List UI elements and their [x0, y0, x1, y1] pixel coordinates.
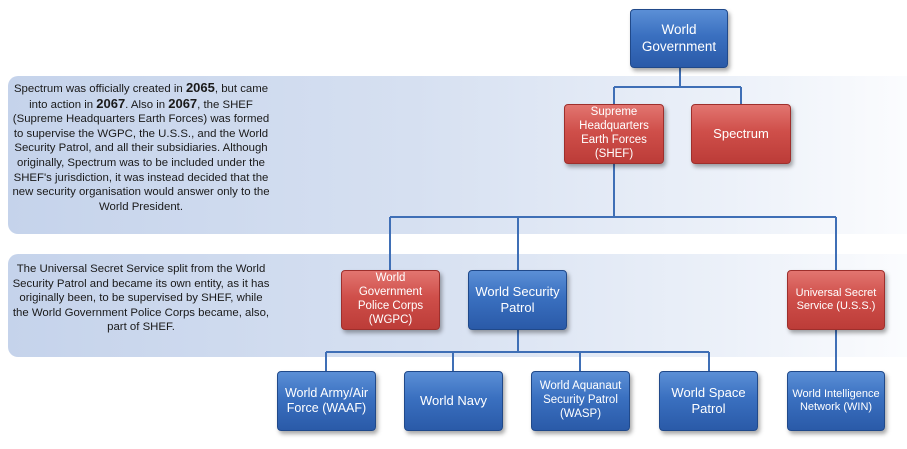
node-world-space-patrol: World Space Patrol: [659, 371, 758, 431]
note-text: , but came into action in: [29, 83, 269, 111]
note-band-bottom: [8, 254, 907, 357]
node-spectrum: Spectrum: [691, 104, 791, 164]
note-spectrum-history: Spectrum was officially created in 2065,…: [10, 80, 272, 214]
note-year: 2067: [96, 95, 126, 111]
node-world-government: World Government: [630, 9, 728, 68]
note-uss-split: The Universal Secret Service split from …: [12, 263, 270, 334]
note-year: 2067: [168, 95, 198, 111]
note-text: . Also in: [125, 98, 169, 111]
node-shef: Supreme Headquarters Earth Forces (SHEF): [564, 104, 664, 164]
node-wasp: World Aquanaut Security Patrol (WASP): [531, 371, 630, 431]
note-year: 2065: [185, 80, 215, 95]
node-wgpc: World Government Police Corps (WGPC): [341, 270, 440, 330]
note-text: , the SHEF (Supreme Headquarters Earth F…: [12, 98, 270, 213]
node-win: World Intelligence Network (WIN): [787, 371, 885, 431]
note-text: Spectrum was officially created in: [13, 83, 186, 95]
node-waaf: World Army/Air Force (WAAF): [277, 371, 376, 431]
node-world-navy: World Navy: [404, 371, 503, 431]
node-world-security-patrol: World Security Patrol: [468, 270, 567, 330]
node-uss: Universal Secret Service (U.S.S.): [787, 270, 885, 330]
